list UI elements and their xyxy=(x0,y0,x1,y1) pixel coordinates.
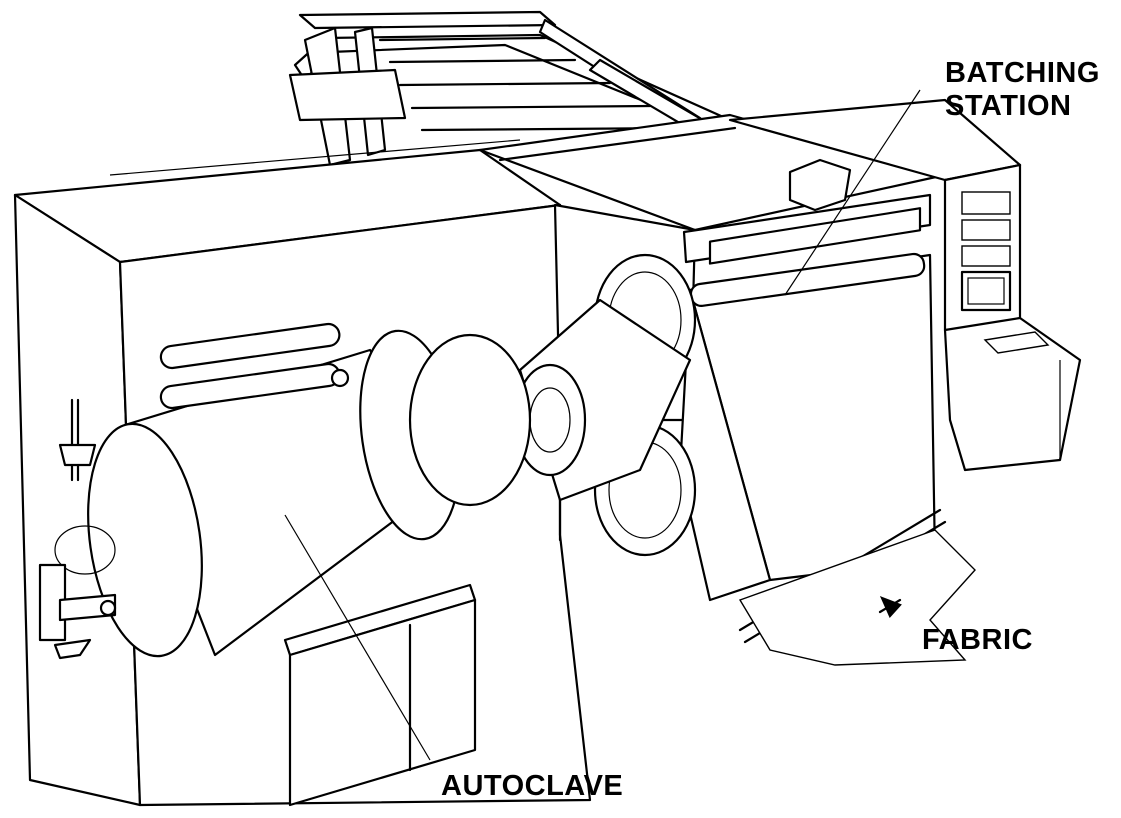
autoclave-label: AUTOCLAVE xyxy=(441,770,624,802)
door-wheels xyxy=(513,253,697,557)
fabric-label: FABRIC xyxy=(922,624,1033,656)
batching-station-label: BATCHING STATION xyxy=(945,57,1100,123)
piping xyxy=(38,398,117,660)
control-cabinet xyxy=(728,98,1082,472)
autoclave-cylinder xyxy=(54,322,532,658)
batching-leader xyxy=(784,89,921,296)
batching-rolls xyxy=(678,252,976,666)
batching-label-line1: BATCHING xyxy=(945,57,1100,89)
batching-label-line2: STATION xyxy=(945,90,1072,122)
electrical-box xyxy=(283,583,477,807)
autoclave-leader xyxy=(284,514,431,761)
